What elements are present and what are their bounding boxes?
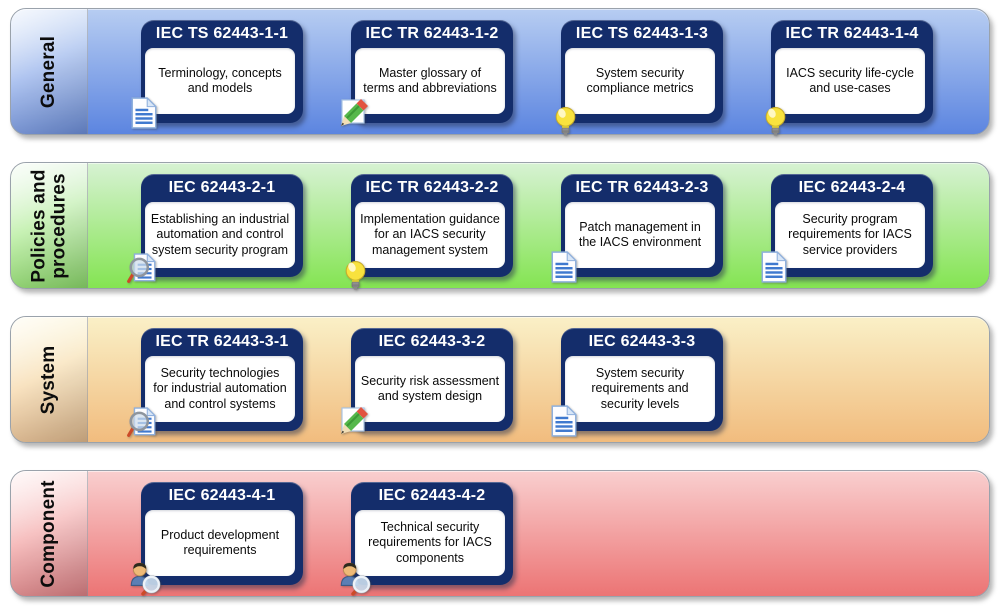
- lightbulb-icon: [764, 106, 787, 137]
- standard-code: IEC 62443-4-2: [378, 487, 486, 504]
- standard-code: IEC 62443-3-2: [378, 333, 486, 350]
- standard-code: IEC TS 62443-1-1: [155, 25, 289, 42]
- row-system: System IEC TR 62443-3-1 Security technol…: [10, 316, 990, 443]
- person-search-icon: [336, 560, 372, 596]
- standard-title: IACS security life-cycle and use-cases: [775, 48, 925, 114]
- card-iec-62443-4-2: IEC 62443-4-2 Technical security require…: [351, 482, 513, 585]
- document-icon: [549, 251, 579, 283]
- card-iec-ts-62443-1-3: IEC TS 62443-1-3 System security complia…: [561, 20, 723, 123]
- row-label: General: [11, 9, 88, 134]
- standard-code: IEC 62443-4-1: [168, 487, 276, 504]
- document-icon: [549, 405, 579, 437]
- standard-code: IEC TR 62443-2-3: [575, 179, 709, 196]
- standard-title: Establishing an industrial automation an…: [145, 202, 295, 268]
- document-icon: [129, 97, 159, 129]
- cards-container: IEC TR 62443-3-1 Security technologies f…: [141, 328, 723, 431]
- standard-title: Product development requirements: [145, 510, 295, 576]
- card-iec-tr-62443-2-3: IEC TR 62443-2-3 Patch management in the…: [561, 174, 723, 277]
- search-document-icon: [127, 253, 159, 285]
- standard-code: IEC TR 62443-2-2: [365, 179, 499, 196]
- pencil-icon: [339, 405, 369, 437]
- standard-code: IEC TR 62443-1-2: [365, 25, 499, 42]
- lightbulb-icon: [554, 106, 577, 137]
- standard-title: System security requirements and securit…: [565, 356, 715, 422]
- row-label: Policies and procedures: [11, 163, 88, 288]
- standard-code: IEC 62443-2-4: [798, 179, 906, 196]
- row-label-text: Policies and procedures: [28, 168, 69, 283]
- card-iec-tr-62443-3-1: IEC TR 62443-3-1 Security technologies f…: [141, 328, 303, 431]
- document-icon: [759, 251, 789, 283]
- row-policies-and-procedures: Policies and procedures IEC 62443-2-1 Es…: [10, 162, 990, 289]
- standard-title: System security compliance metrics: [565, 48, 715, 114]
- standard-title: Master glossary of terms and abbreviatio…: [355, 48, 505, 114]
- row-label: Component: [11, 471, 88, 596]
- standard-title: Security technologies for industrial aut…: [145, 356, 295, 422]
- row-label-text: System: [38, 345, 60, 414]
- pencil-icon: [339, 97, 369, 129]
- standard-code: IEC 62443-2-1: [168, 179, 276, 196]
- standard-title: Security risk assessment and system desi…: [355, 356, 505, 422]
- card-iec-62443-3-2: IEC 62443-3-2 Security risk assessment a…: [351, 328, 513, 431]
- cards-container: IEC 62443-4-1 Product development requir…: [141, 482, 513, 585]
- standard-title: Implementation guidance for an IACS secu…: [355, 202, 505, 268]
- card-iec-62443-4-1: IEC 62443-4-1 Product development requir…: [141, 482, 303, 585]
- standard-title: Security program requirements for IACS s…: [775, 202, 925, 268]
- card-iec-ts-62443-1-1: IEC TS 62443-1-1 Terminology, concepts a…: [141, 20, 303, 123]
- standard-title: Technical security requirements for IACS…: [355, 510, 505, 576]
- card-iec-62443-2-1: IEC 62443-2-1 Establishing an industrial…: [141, 174, 303, 277]
- standard-code: IEC TR 62443-1-4: [785, 25, 919, 42]
- row-label: System: [11, 317, 88, 442]
- standard-code: IEC TR 62443-3-1: [155, 333, 289, 350]
- cards-container: IEC TS 62443-1-1 Terminology, concepts a…: [141, 20, 933, 123]
- lightbulb-icon: [344, 260, 367, 291]
- card-iec-62443-2-4: IEC 62443-2-4 Security program requireme…: [771, 174, 933, 277]
- search-document-icon: [127, 407, 159, 439]
- standard-code: IEC TS 62443-1-3: [575, 25, 709, 42]
- standard-title: Terminology, concepts and models: [145, 48, 295, 114]
- card-iec-tr-62443-2-2: IEC TR 62443-2-2 Implementation guidance…: [351, 174, 513, 277]
- card-iec-62443-3-3: IEC 62443-3-3 System security requiremen…: [561, 328, 723, 431]
- row-general: General IEC TS 62443-1-1 Terminology, co…: [10, 8, 990, 135]
- card-iec-tr-62443-1-4: IEC TR 62443-1-4 IACS security life-cycl…: [771, 20, 933, 123]
- person-search-icon: [126, 560, 162, 596]
- cards-container: IEC 62443-2-1 Establishing an industrial…: [141, 174, 933, 277]
- row-component: Component IEC 62443-4-1 Product developm…: [10, 470, 990, 597]
- row-label-text: General: [38, 35, 60, 108]
- row-label-text: Component: [38, 479, 60, 588]
- standard-code: IEC 62443-3-3: [588, 333, 696, 350]
- card-iec-tr-62443-1-2: IEC TR 62443-1-2 Master glossary of term…: [351, 20, 513, 123]
- standard-title: Patch management in the IACS environment: [565, 202, 715, 268]
